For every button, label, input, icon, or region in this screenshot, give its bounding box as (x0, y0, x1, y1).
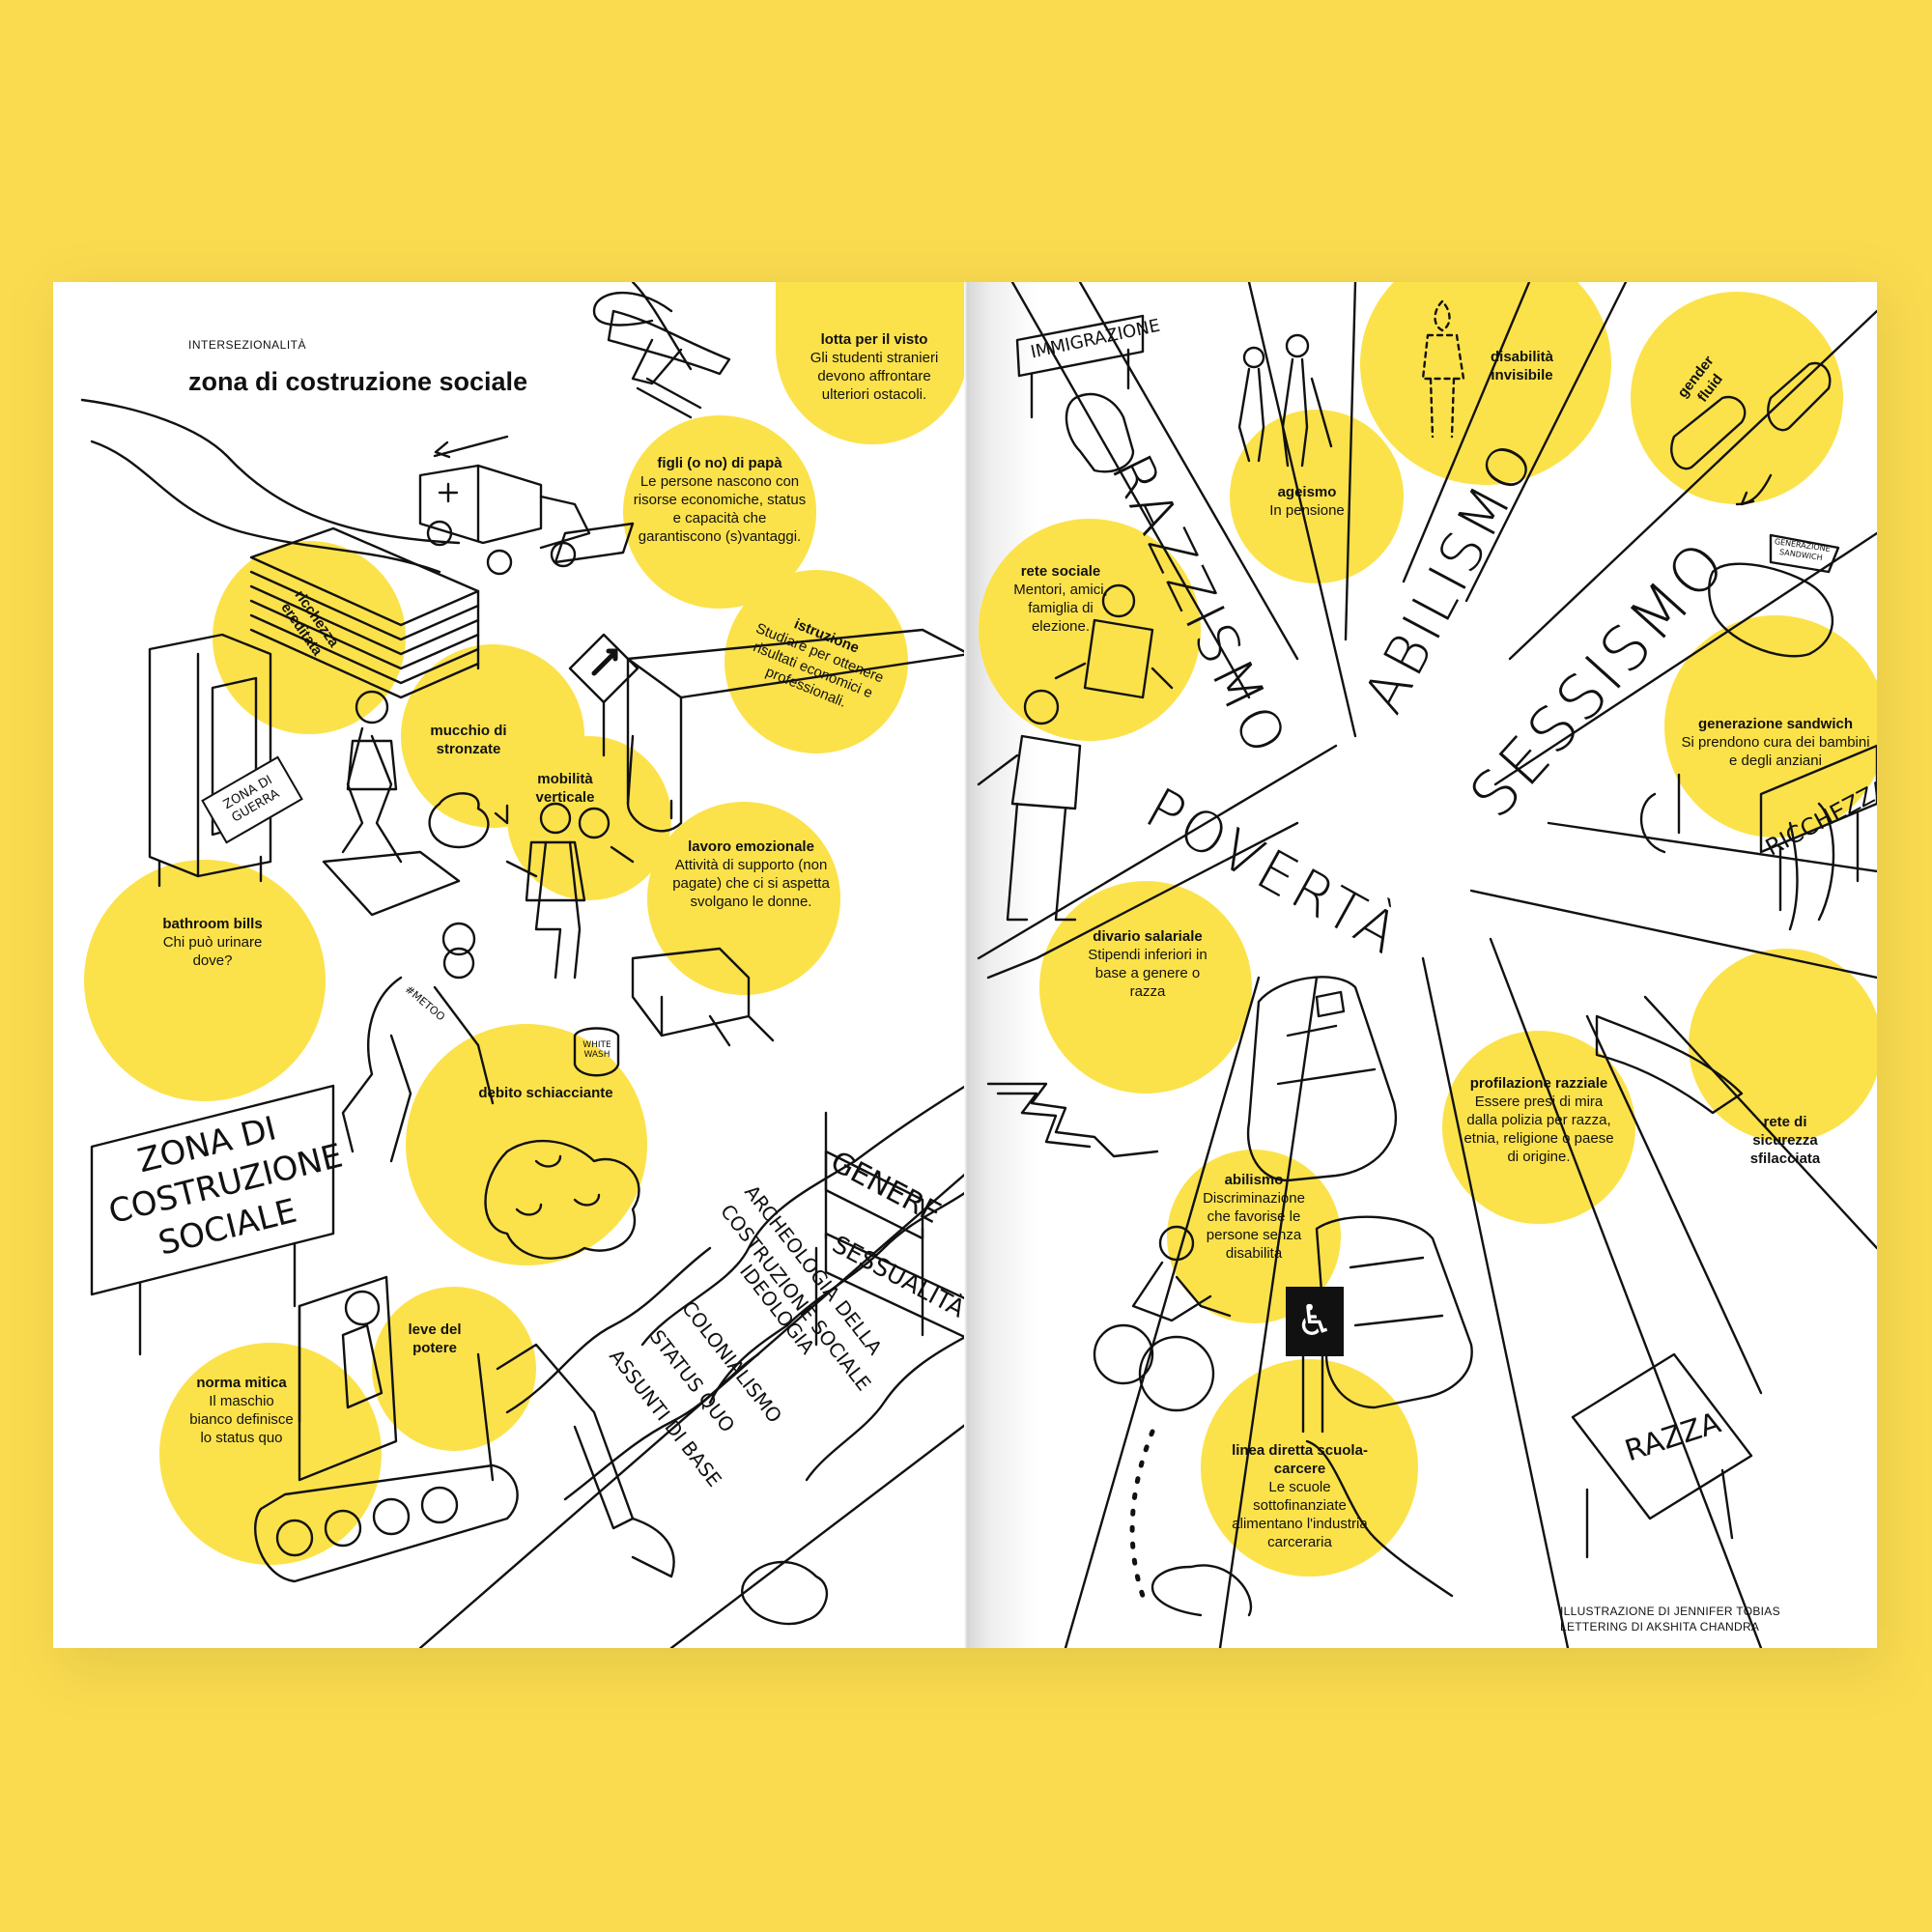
circle-ricchezza (213, 541, 406, 734)
caption-title: disabilità invisibile (1490, 349, 1554, 384)
circle-mobilita (507, 736, 671, 900)
caption-body: Essere presi di mira dalla polizia per r… (1463, 1094, 1614, 1165)
caption-rete-sicurezza: rete di sicurezza sfilacciata (1732, 1113, 1838, 1168)
caption-mucchio: mucchio di stronzate (420, 722, 517, 758)
caption-disabilita: disabilità invisibile (1476, 348, 1568, 384)
caption-title: debito schiacciante (478, 1085, 613, 1101)
caption-papa: figli (o no) di papà Le persone nascono c… (633, 454, 807, 546)
caption-title: rete di sicurezza sfilacciata (1749, 1114, 1821, 1167)
caption-body: Discriminazione che favorise le persone … (1203, 1190, 1305, 1262)
caption-leve: leve del potere (391, 1321, 478, 1357)
section-kicker: INTERSEZIONALITÀ (188, 338, 307, 352)
circle-ageismo (1230, 410, 1404, 583)
caption-title: norma mitica (196, 1375, 287, 1391)
caption-title: profilazione razziale (1469, 1075, 1608, 1092)
circle-gender (1631, 292, 1843, 504)
credit-lettering: LETTERING DI AKSHITA CHANDRA (1560, 1620, 1760, 1634)
caption-title: mobilità verticale (535, 771, 595, 806)
caption-body: Chi può urinare dove? (162, 934, 263, 969)
caption-ageismo: ageismo In pensione (1259, 483, 1355, 520)
caption-body: Stipendi inferiori in base a genere o ra… (1088, 947, 1208, 1000)
caption-body: Si prendono cura dei bambini e degli anz… (1681, 734, 1870, 769)
caption-debito: debito schiacciante (459, 1084, 633, 1102)
ambulance-drawing (418, 464, 591, 576)
right-line-art (977, 282, 1877, 1648)
portapotty-drawing (148, 633, 272, 888)
accessibility-sign-icon: ♿ (1286, 1287, 1344, 1356)
circle-istruzione (724, 570, 908, 753)
left-page: INTERSEZIONALITÀ zona di costruzione soc… (53, 282, 969, 1648)
caption-title: leve del potere (408, 1321, 462, 1356)
caption-body: In pensione (1269, 502, 1345, 519)
circle-leve (372, 1287, 536, 1451)
caption-title: bathroom bills (162, 916, 263, 932)
circle-norma (159, 1343, 382, 1565)
caption-mobilita: mobilità verticale (522, 770, 609, 807)
worker-wheelbarrow-drawing (322, 690, 490, 956)
excavator-drawing (254, 1275, 675, 1583)
caption-body: Mentori, amici, famiglia di elezione. (1013, 582, 1108, 635)
plane-drawing (592, 291, 731, 419)
money-stack-drawing (249, 522, 635, 699)
debt-worker-drawing (341, 947, 640, 1260)
caption-title: lotta per il visto (820, 331, 928, 348)
caption-title: mucchio di stronzate (430, 723, 507, 757)
caption-sandwich: generazione sandwich Si prendono cura dei… (1679, 715, 1872, 770)
page-title: zona di costruzione sociale (188, 367, 528, 396)
caption-title: figli (o no) di papà (657, 455, 782, 471)
toolbox-drawing (573, 947, 775, 1077)
caption-title: abilismo (1224, 1172, 1284, 1188)
left-line-art (80, 282, 969, 1648)
road-edge (1247, 282, 1357, 738)
caption-title: ageismo (1277, 484, 1337, 500)
circle-debito (406, 1024, 647, 1265)
credits: ILLUSTRAZIONE DI JENNIFER TOBIAS LETTERI… (1560, 1604, 1780, 1634)
circle-bathroom (84, 860, 326, 1101)
caption-title: lavoro emozionale (688, 838, 814, 855)
circle-visto (776, 282, 969, 444)
women-with-sparklers-drawing (494, 799, 673, 980)
caption-title: generazione sandwich (1697, 716, 1854, 732)
caption-body: Gli studenti stranieri devono affrontare… (810, 350, 939, 403)
caption-title: rete sociale (1020, 563, 1101, 580)
circle-rete-sicurezza (1689, 949, 1877, 1142)
circle-linea (1201, 1359, 1418, 1577)
circle-divario (1039, 881, 1252, 1094)
center-fold (964, 282, 972, 1648)
circle-rete-sociale (979, 519, 1201, 741)
caption-body: Attività di supporto (non pagate) che ci… (672, 857, 830, 910)
caption-body: Le scuole sottofinanziate alimentano l'i… (1232, 1479, 1368, 1550)
sign-whitewash: WHITE WASH (582, 1040, 611, 1060)
right-page: ♿ RAZZISMO ABILISMO SESSISMO POVERTÀ IMM… (969, 282, 1877, 1648)
caption-title: divario salariale (1093, 928, 1203, 945)
credit-illustration: ILLUSTRAZIONE DI JENNIFER TOBIAS (1560, 1605, 1780, 1618)
caption-title: linea diretta scuola-carcere (1232, 1442, 1368, 1477)
caption-body: Il maschio bianco definisce lo status qu… (189, 1393, 294, 1446)
circle-lavoro (647, 802, 840, 995)
caption-body: Le persone nascono con risorse economich… (633, 473, 807, 545)
caption-norma: norma mitica Il maschio bianco definisce … (188, 1374, 295, 1447)
